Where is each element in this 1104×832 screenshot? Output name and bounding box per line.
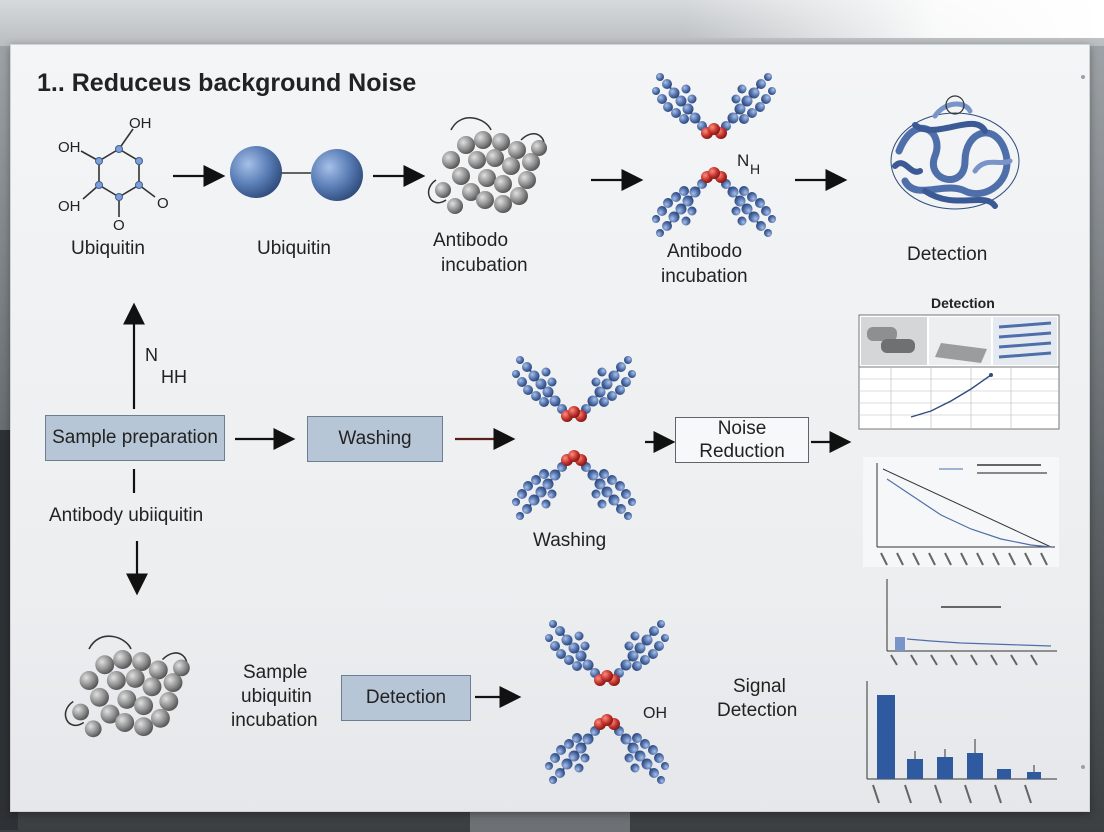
detection-grid-chart — [858, 366, 1060, 430]
tag-n-middle: N — [145, 345, 158, 365]
pin — [1081, 75, 1085, 79]
right-panel-header: Detection — [931, 295, 995, 311]
tag-h: H — [750, 161, 761, 177]
flat-line-plot — [886, 579, 1057, 666]
label-signal-line2: Detection — [717, 700, 798, 721]
easel-base — [470, 808, 630, 832]
noise-reduction-box: Noise Reduction — [675, 417, 809, 463]
poster-title: 1.. Reduceus background Noise — [37, 69, 417, 97]
label-ubiquitin-1: Ubiquitin — [71, 238, 145, 259]
detection-thumbnail-strip — [858, 314, 1060, 368]
label-antibody-ubiquitin: Antibody ubiiquitin — [49, 505, 204, 526]
label-antibody-incubation-1-line2: incubation — [441, 255, 528, 276]
tag-n: N — [737, 151, 750, 170]
label-washing: Washing — [533, 530, 607, 551]
chem-label: OH — [129, 115, 152, 132]
ubiquitin-spheres — [64, 45, 1020, 811]
label-sample-line1: Sample — [243, 662, 308, 683]
washing-box: Washing — [307, 416, 443, 462]
decay-line-plot — [863, 457, 1059, 567]
right-panel-graphics — [858, 314, 1060, 804]
detection-protein-ribbon — [890, 95, 1020, 210]
pin — [1081, 765, 1085, 769]
label-antibody-incubation-2-line1: Antibodo — [667, 241, 743, 262]
label-sample-line3: incubation — [231, 710, 318, 731]
poster-board: 1.. Reduceus background Noise — [10, 44, 1090, 812]
flow-arrows — [123, 165, 852, 708]
tag-hh: HH — [161, 367, 187, 387]
signal-bar-chart — [866, 681, 1057, 804]
tag-oh: OH — [643, 705, 667, 722]
label-signal-line1: Signal — [733, 676, 786, 697]
chem-label: OH — [58, 139, 81, 156]
chem-label: OH — [58, 198, 81, 215]
ubiquitin-molecule-diagram — [80, 128, 156, 217]
ceiling-light — [684, 0, 1104, 38]
label-ubiquitin-2: Ubiquitin — [257, 238, 331, 259]
detection-box: Detection — [341, 675, 471, 721]
chem-label: O — [157, 195, 169, 212]
label-sample-line2: ubiquitin — [241, 686, 312, 707]
noise-line2: Reduction — [699, 441, 785, 462]
chem-label: O — [113, 217, 125, 234]
noise-line1: Noise — [717, 418, 767, 439]
sample-preparation-box: Sample preparation — [45, 415, 225, 461]
label-antibody-incubation-1-line1: Antibodo — [433, 230, 509, 251]
label-antibody-incubation-2-line2: incubation — [661, 266, 748, 287]
label-detection-top: Detection — [907, 244, 988, 265]
